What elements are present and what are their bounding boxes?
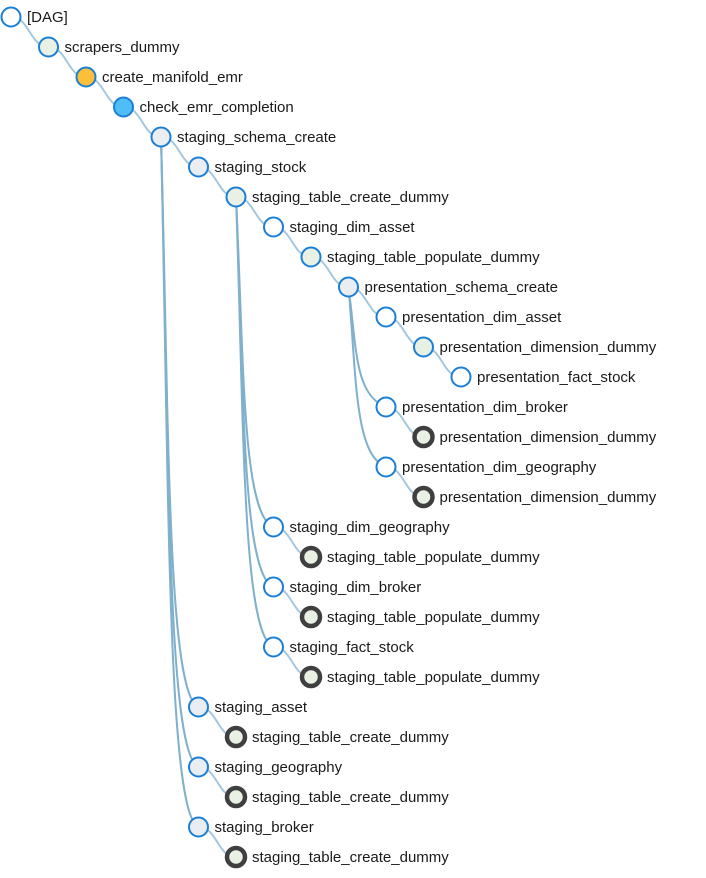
task-node[interactable]: staging_geography xyxy=(188,756,343,778)
task-label[interactable]: staging_table_create_dummy xyxy=(252,729,449,746)
task-label[interactable]: staging_dim_broker xyxy=(290,579,422,596)
tree-edge xyxy=(235,196,274,648)
task-status-circle[interactable] xyxy=(38,36,59,58)
task-node[interactable]: presentation_dimension_dummy xyxy=(413,336,657,358)
tree-edge xyxy=(347,286,387,468)
task-node[interactable]: presentation_dim_asset xyxy=(375,306,563,328)
task-status-circle[interactable] xyxy=(299,665,323,689)
task-label[interactable]: [DAG] xyxy=(27,9,68,26)
task-status-circle[interactable] xyxy=(299,545,323,569)
task-node[interactable]: create_manifold_emr xyxy=(75,66,243,88)
task-status-circle[interactable] xyxy=(188,156,209,178)
task-status-circle[interactable] xyxy=(450,366,472,388)
task-label[interactable]: presentation_dimension_dummy xyxy=(440,429,657,446)
task-label[interactable]: staging_table_create_dummy xyxy=(252,789,449,806)
task-label[interactable]: check_emr_completion xyxy=(140,99,294,116)
task-status-circle[interactable] xyxy=(375,306,397,328)
task-node[interactable]: staging_asset xyxy=(188,696,308,718)
task-status-circle[interactable] xyxy=(263,516,284,538)
task-label[interactable]: staging_table_populate_dummy xyxy=(327,549,540,566)
task-label[interactable]: staging_table_create_dummy xyxy=(252,849,449,866)
task-label[interactable]: presentation_dimension_dummy xyxy=(440,339,657,356)
task-label[interactable]: staging_table_populate_dummy xyxy=(327,609,540,626)
task-status-circle[interactable] xyxy=(263,216,284,238)
task-status-circle[interactable] xyxy=(300,246,322,268)
task-node[interactable]: check_emr_completion xyxy=(113,96,294,118)
task-label[interactable]: presentation_dim_geography xyxy=(402,459,597,476)
task-status-circle[interactable] xyxy=(0,6,22,28)
task-status-circle[interactable] xyxy=(412,485,435,509)
task-status-circle[interactable] xyxy=(75,66,97,88)
task-label[interactable]: create_manifold_emr xyxy=(102,69,243,86)
task-label[interactable]: staging_schema_create xyxy=(177,129,336,146)
task-node[interactable]: staging_stock xyxy=(188,156,307,178)
task-status-circle[interactable] xyxy=(113,96,134,118)
task-status-circle[interactable] xyxy=(224,845,248,869)
task-status-circle[interactable] xyxy=(299,605,323,629)
task-status-circle[interactable] xyxy=(225,186,247,208)
task-label[interactable]: staging_asset xyxy=(215,699,308,716)
task-label[interactable]: presentation_schema_create xyxy=(365,279,558,296)
task-label[interactable]: staging_stock xyxy=(215,159,307,176)
task-node[interactable]: scrapers_dummy xyxy=(38,36,181,58)
task-label[interactable]: presentation_dim_broker xyxy=(402,399,568,416)
task-status-circle[interactable] xyxy=(150,126,172,148)
task-node[interactable]: staging_dim_geography xyxy=(263,516,451,538)
task-label[interactable]: presentation_dimension_dummy xyxy=(440,489,657,506)
task-node[interactable]: staging_dim_asset xyxy=(263,216,416,238)
task-node[interactable]: staging_table_create_dummy xyxy=(224,785,449,809)
task-node[interactable]: staging_dim_broker xyxy=(263,576,422,598)
task-status-circle[interactable] xyxy=(412,425,435,449)
task-label[interactable]: scrapers_dummy xyxy=(65,39,181,56)
task-label[interactable]: staging_table_populate_dummy xyxy=(327,249,540,266)
task-status-circle[interactable] xyxy=(188,816,209,838)
task-node[interactable]: staging_table_create_dummy xyxy=(225,186,450,208)
task-node[interactable]: staging_table_populate_dummy xyxy=(300,246,541,268)
task-node[interactable]: staging_broker xyxy=(188,816,314,838)
tree-nodes: [DAG] scrapers_dummy create_manifold_emrch… xyxy=(0,6,657,869)
task-status-circle[interactable] xyxy=(338,276,359,298)
task-node[interactable]: staging_table_populate_dummy xyxy=(299,665,540,689)
task-label[interactable]: staging_broker xyxy=(215,819,314,836)
task-status-circle[interactable] xyxy=(375,456,397,478)
task-label[interactable]: presentation_dim_asset xyxy=(402,309,562,326)
task-node[interactable]: staging_table_create_dummy xyxy=(224,845,449,869)
task-label[interactable]: staging_fact_stock xyxy=(290,639,415,656)
tree-edge xyxy=(160,136,200,828)
task-status-circle[interactable] xyxy=(263,576,284,598)
task-label[interactable]: staging_dim_geography xyxy=(290,519,451,536)
task-label[interactable]: staging_dim_asset xyxy=(290,219,416,236)
task-status-circle[interactable] xyxy=(413,336,434,358)
task-node[interactable]: presentation_dim_broker xyxy=(375,396,568,418)
task-label[interactable]: staging_table_create_dummy xyxy=(252,189,449,206)
task-node[interactable]: staging_table_populate_dummy xyxy=(299,545,540,569)
task-status-circle[interactable] xyxy=(263,636,284,658)
task-node[interactable]: staging_table_populate_dummy xyxy=(299,605,540,629)
task-node[interactable]: [DAG] xyxy=(0,6,68,28)
task-node[interactable]: presentation_dimension_dummy xyxy=(412,425,657,449)
task-node[interactable]: staging_schema_create xyxy=(150,126,337,148)
task-node[interactable]: presentation_schema_create xyxy=(338,276,558,298)
task-node[interactable]: staging_fact_stock xyxy=(263,636,415,658)
task-node[interactable]: staging_table_create_dummy xyxy=(224,725,449,749)
task-label[interactable]: staging_table_populate_dummy xyxy=(327,669,540,686)
task-status-circle[interactable] xyxy=(188,696,209,718)
task-node[interactable]: presentation_dimension_dummy xyxy=(412,485,657,509)
tree-edge xyxy=(347,286,387,408)
task-status-circle[interactable] xyxy=(188,756,209,778)
task-status-circle[interactable] xyxy=(224,725,248,749)
task-status-circle[interactable] xyxy=(375,396,397,418)
task-label[interactable]: presentation_fact_stock xyxy=(477,369,636,386)
task-node[interactable]: presentation_dim_geography xyxy=(375,456,597,478)
task-node[interactable]: presentation_fact_stock xyxy=(450,366,636,388)
task-status-circle[interactable] xyxy=(224,785,248,809)
task-label[interactable]: staging_geography xyxy=(215,759,343,776)
